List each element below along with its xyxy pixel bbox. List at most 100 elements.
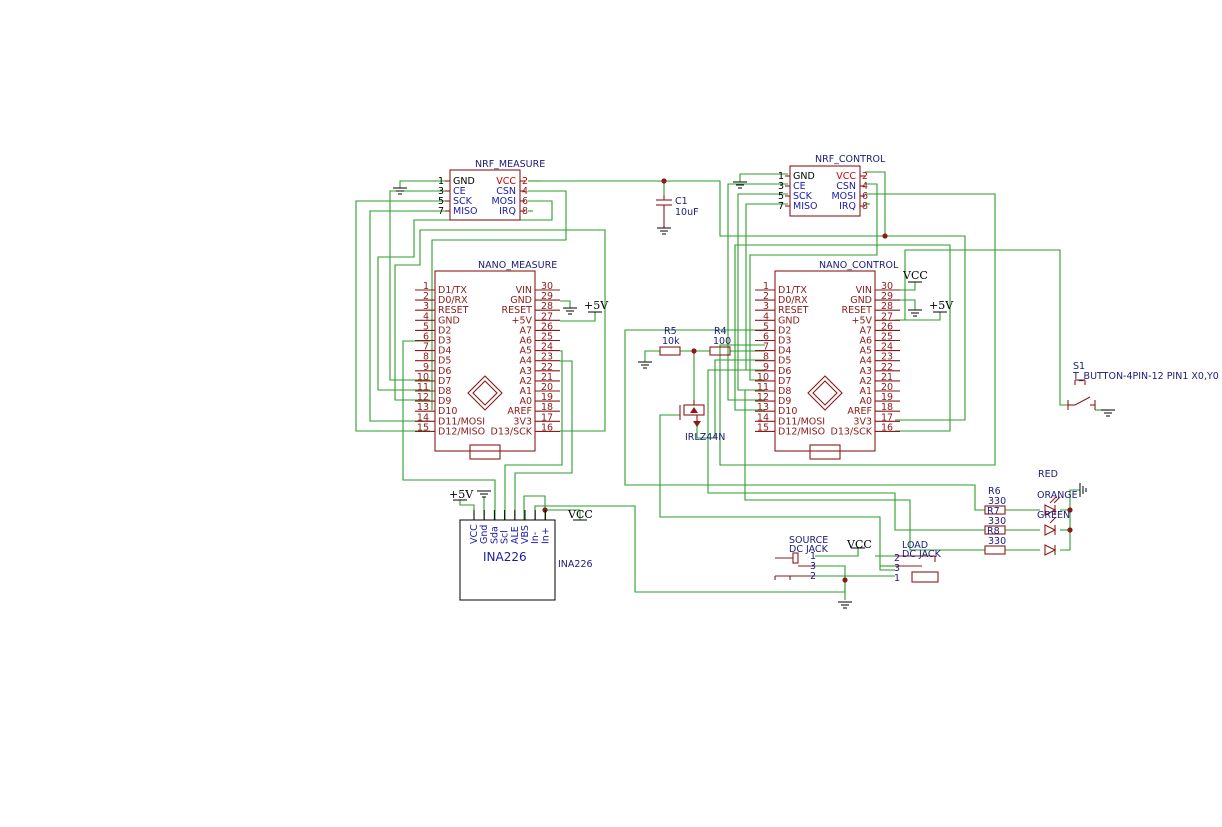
nano-pin-label: D1/TX <box>438 285 467 296</box>
nano-pin-number: 19 <box>881 392 893 403</box>
nano-pin-number: 1 <box>423 281 429 292</box>
nano-pin-label: A7 <box>519 325 532 336</box>
nrf-pin-label: IRQ <box>839 201 856 212</box>
ina226-pin-label: VBS <box>520 525 531 544</box>
nano-pin-number: 22 <box>881 362 893 373</box>
nano-pin-label: D6 <box>438 366 451 377</box>
nano-pin-label: RESET <box>438 305 469 316</box>
load-pin-1: 1 <box>894 573 900 584</box>
nrf-measure-ref: NRF_MEASURE <box>475 159 545 170</box>
nano-pin-label: GND <box>850 295 872 306</box>
nano-pin-number: 30 <box>541 281 553 292</box>
nrf-pin-label: MISO <box>453 206 478 217</box>
nano-pin-number: 5 <box>763 321 769 332</box>
nano-pin-label: D0/RX <box>778 295 808 306</box>
nano-pin-number: 28 <box>881 301 893 312</box>
led-resistors: R6 330 R7 330 R8 330 <box>984 486 1006 555</box>
nano-pin-label: A6 <box>519 336 532 347</box>
nano-pin-label: D2 <box>778 325 791 336</box>
nano-pin-label: RESET <box>778 305 809 316</box>
nano-pin-number: 14 <box>757 412 769 423</box>
r8-ref: R8 <box>987 526 1000 537</box>
leds: RED ORANGE GREEN <box>1037 469 1078 556</box>
nano-pin-number: 29 <box>541 291 553 302</box>
nano-pin-label: A5 <box>519 346 532 357</box>
nano-pin-label: D11/MOSI <box>438 416 485 427</box>
nano-pin-number: 21 <box>541 372 553 383</box>
nano-pin-label: D2 <box>438 325 451 336</box>
nano-measure-ref: NANO_MEASURE <box>478 260 557 271</box>
nano-pin-label: D9 <box>438 396 451 407</box>
vcc-label-nano-control: VCC <box>902 269 928 282</box>
nano-pin-number: 8 <box>763 352 769 363</box>
nano-pin-label: D8 <box>778 386 791 397</box>
nano-pin-label: D12/MISO <box>438 426 485 437</box>
nrf-pin-number: 6 <box>522 196 528 207</box>
r5-value: 10k <box>662 336 680 347</box>
mosfet-irlz44n: IRLZ44N <box>679 400 725 443</box>
nano-pin-number: 15 <box>757 422 769 433</box>
nano-pin-label: 3V3 <box>513 416 532 427</box>
ina226-pin-label: Gnd <box>479 525 490 544</box>
nano-pin-number: 20 <box>881 382 893 393</box>
led-red-label: RED <box>1038 469 1058 480</box>
nano-pin-label: D3 <box>438 336 451 347</box>
ina226-pin-label: Sda <box>489 526 500 544</box>
nano-pin-label: D4 <box>778 346 791 357</box>
nano-pin-label: D0/RX <box>438 295 468 306</box>
nano-pin-number: 16 <box>541 422 553 433</box>
nano-pin-label: D9 <box>778 396 791 407</box>
nrf-pin-number: 1 <box>438 176 444 187</box>
nano-pin-label: A4 <box>519 356 532 367</box>
nano-pin-label: D7 <box>438 376 451 387</box>
nano-pin-number: 5 <box>423 321 429 332</box>
nrf-pin-number: 5 <box>778 191 784 202</box>
nano-pin-label: D10 <box>438 406 457 417</box>
nano-pin-number: 13 <box>757 402 769 413</box>
source-pin-2: 2 <box>810 571 816 582</box>
nrf-pin-number: 7 <box>438 206 444 217</box>
r5-ref: R5 <box>664 326 677 337</box>
nano-pin-label: D7 <box>778 376 791 387</box>
nano-pin-label: VIN <box>516 285 532 296</box>
nano-pin-number: 8 <box>423 352 429 363</box>
r4-value: 100 <box>713 336 731 347</box>
r4-ref: R4 <box>714 326 727 337</box>
nano-pin-number: 16 <box>881 422 893 433</box>
nrf-pin-label: MOSI <box>831 191 856 202</box>
ina226-title: INA226 <box>483 550 527 564</box>
nrf-pin-label: CE <box>793 181 806 192</box>
r8-value: 330 <box>988 536 1006 547</box>
nano-pin-label: D11/MOSI <box>778 416 825 427</box>
nano-pin-number: 29 <box>881 291 893 302</box>
nano-pin-number: 28 <box>541 301 553 312</box>
nano-pin-number: 24 <box>881 342 893 353</box>
p5v-label-ina226: +5V <box>449 488 474 501</box>
nrf-pin-number: 5 <box>438 196 444 207</box>
nano-pin-number: 14 <box>417 412 429 423</box>
p5v-label-nano-measure: +5V <box>584 299 609 312</box>
nano-pin-label: AREF <box>507 406 532 417</box>
nano-pin-number: 6 <box>763 332 769 343</box>
nano-pin-label: GND <box>510 295 532 306</box>
resistor-r5: R5 10k <box>659 326 681 356</box>
nrf-pin-number: 8 <box>862 201 868 212</box>
nano-pin-number: 23 <box>881 352 893 363</box>
nano-pin-label: VIN <box>856 285 872 296</box>
ina226-pin-label: In+ <box>540 527 551 544</box>
nrf-pin-number: 4 <box>862 181 868 192</box>
button-s1: S1 T_BUTTON-4PIN-12 PIN1 X0,Y0 <box>1067 361 1219 410</box>
vcc-label-ina226: VCC <box>567 508 593 521</box>
ina226-pin-label: ALE <box>510 526 521 544</box>
source-jack-name: SOURCE <box>789 535 828 546</box>
nano-pin-number: 10 <box>417 372 429 383</box>
nrf-pin-number: 2 <box>522 176 528 187</box>
resistor-r4: R4 100 <box>709 326 731 356</box>
nano-pin-number: 4 <box>423 311 429 322</box>
nrf-pin-number: 2 <box>862 171 868 182</box>
nano-pin-label: A0 <box>859 396 872 407</box>
nrf-pin-label: VCC <box>836 171 856 182</box>
s1-value: T_BUTTON-4PIN-12 PIN1 X0,Y0 <box>1072 371 1219 382</box>
